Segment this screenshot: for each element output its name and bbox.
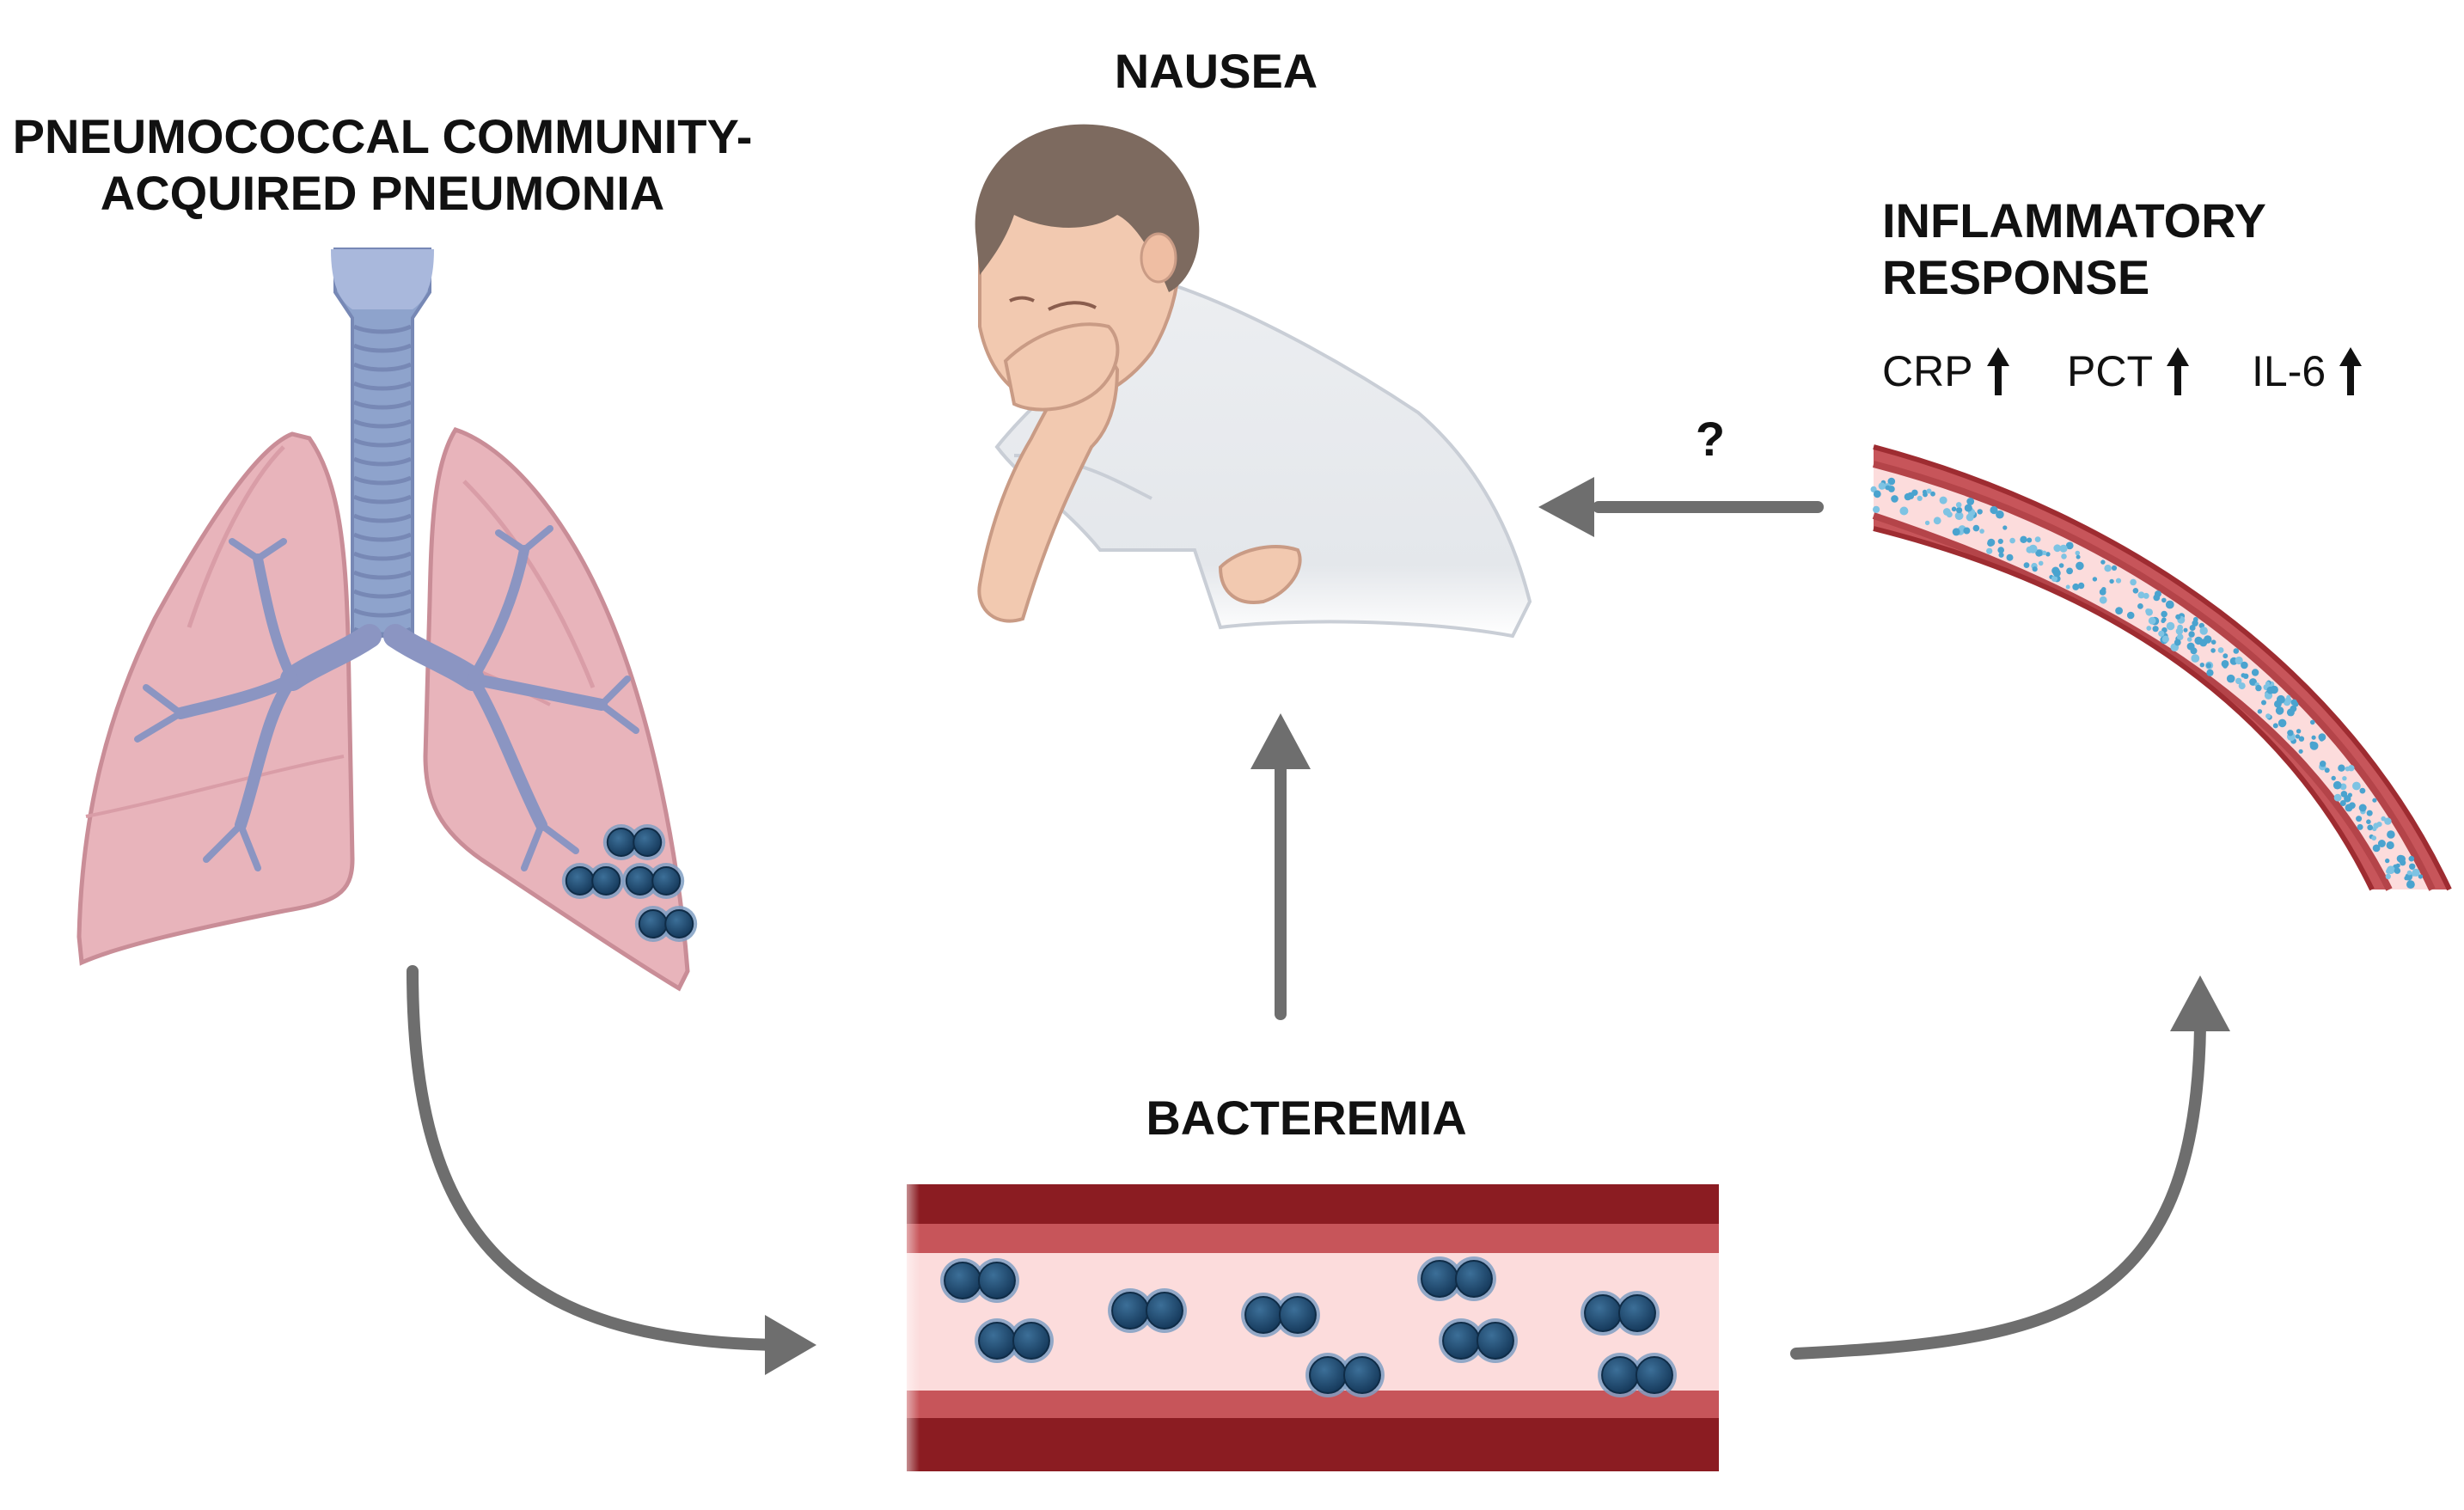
arrow-bacteremia-to-inflammation <box>1790 1021 2206 1360</box>
marker-pct: PCT <box>2067 345 2191 397</box>
nauseous-patient <box>975 124 1532 639</box>
trachea-ring <box>352 437 413 448</box>
inflammatory-response-title: INFLAMMATORY RESPONSE <box>1882 193 2266 306</box>
inflammatory-title-line-2: RESPONSE <box>1882 250 2150 304</box>
bacteremia-vessel <box>894 1177 1719 1478</box>
flow-arrows <box>407 501 2206 1360</box>
pneumococcus-icon <box>561 863 625 899</box>
pneumonia-title-line-2: ACQUIRED PNEUMONIA <box>100 166 665 220</box>
pneumococcus-icon <box>1108 1288 1187 1333</box>
lung-right <box>76 431 355 966</box>
bacteremia-title: BACTEREMIA <box>1146 1091 1467 1145</box>
marker-il6-label: IL-6 <box>2252 347 2326 395</box>
pneumococcus-icon <box>1305 1353 1385 1397</box>
arrow-heads <box>765 477 2230 1375</box>
trachea-rings <box>352 324 413 637</box>
trachea-ring <box>352 513 413 523</box>
vessel-bottom-wall-dark <box>907 1418 1719 1471</box>
trachea-ring <box>352 494 413 504</box>
patient-arm <box>977 322 1302 623</box>
inflammatory-title-line-1: INFLAMMATORY <box>1882 193 2266 248</box>
trachea-ring <box>352 532 413 542</box>
vessel-bottom-wall-mid <box>907 1391 1719 1418</box>
arrow-lungs-to-bacteremia <box>407 965 784 1351</box>
arrowhead-up-nausea <box>1250 713 1311 769</box>
lung-left <box>423 427 690 992</box>
trachea-ring <box>352 400 413 410</box>
bronchial-tree <box>134 525 639 871</box>
trachea-ring <box>352 570 413 580</box>
trachea-ring <box>352 343 413 353</box>
arrowhead-left <box>1538 477 1594 537</box>
pneumococcus-icon <box>940 1258 1019 1303</box>
marker-pct-label: PCT <box>2067 347 2153 395</box>
trachea-ring <box>352 362 413 372</box>
marker-il6: IL-6 <box>2252 345 2363 397</box>
pneumococcus-icon <box>1439 1318 1518 1363</box>
marker-crp: CRP <box>1882 345 2011 397</box>
arrowhead-right <box>765 1315 816 1375</box>
arrow-up-icon <box>1986 347 2009 395</box>
pneumococcus-icon <box>1581 1291 1660 1336</box>
patient-head <box>975 124 1200 407</box>
lungs-illustration <box>76 248 698 992</box>
arrowhead-up-inflammation <box>2170 975 2230 1031</box>
vessel-bacteria <box>940 1256 1677 1397</box>
trachea-ring <box>352 475 413 486</box>
cytokine-particles <box>1870 477 2424 889</box>
pneumococcus-icon <box>1241 1293 1320 1337</box>
pneumococcus-icon <box>1598 1353 1677 1397</box>
trachea-ring <box>352 419 413 429</box>
nausea-title: NAUSEA <box>1114 44 1318 98</box>
pneumococcus-icon <box>634 906 698 942</box>
arrow-up-icon <box>2167 347 2189 395</box>
arrow-up-icon <box>2339 347 2363 395</box>
pneumococcus-icon <box>1417 1256 1496 1301</box>
trachea-ring <box>352 324 413 334</box>
vessel-top-wall-mid <box>907 1224 1719 1253</box>
trachea-ring <box>352 551 413 561</box>
trachea-ring <box>352 589 413 599</box>
inflamed-vessel <box>1870 444 2452 891</box>
pneumococcus-icon <box>975 1318 1054 1363</box>
pneumonia-title-line-1: PNEUMOCOCCAL COMMUNITY- <box>12 109 753 163</box>
pneumococcus-icon <box>602 824 666 860</box>
marker-crp-label: CRP <box>1882 347 1973 395</box>
pneumonia-title: PNEUMOCOCCAL COMMUNITY- ACQUIRED PNEUMON… <box>0 108 765 222</box>
trachea-ring <box>352 608 413 618</box>
question-mark: ? <box>1695 412 1726 466</box>
lung-bacteria <box>561 824 698 942</box>
trachea-ring <box>352 456 413 467</box>
vessel-top-wall-dark <box>907 1184 1719 1224</box>
trachea-ring <box>352 381 413 391</box>
pneumococcus-icon <box>621 863 685 899</box>
